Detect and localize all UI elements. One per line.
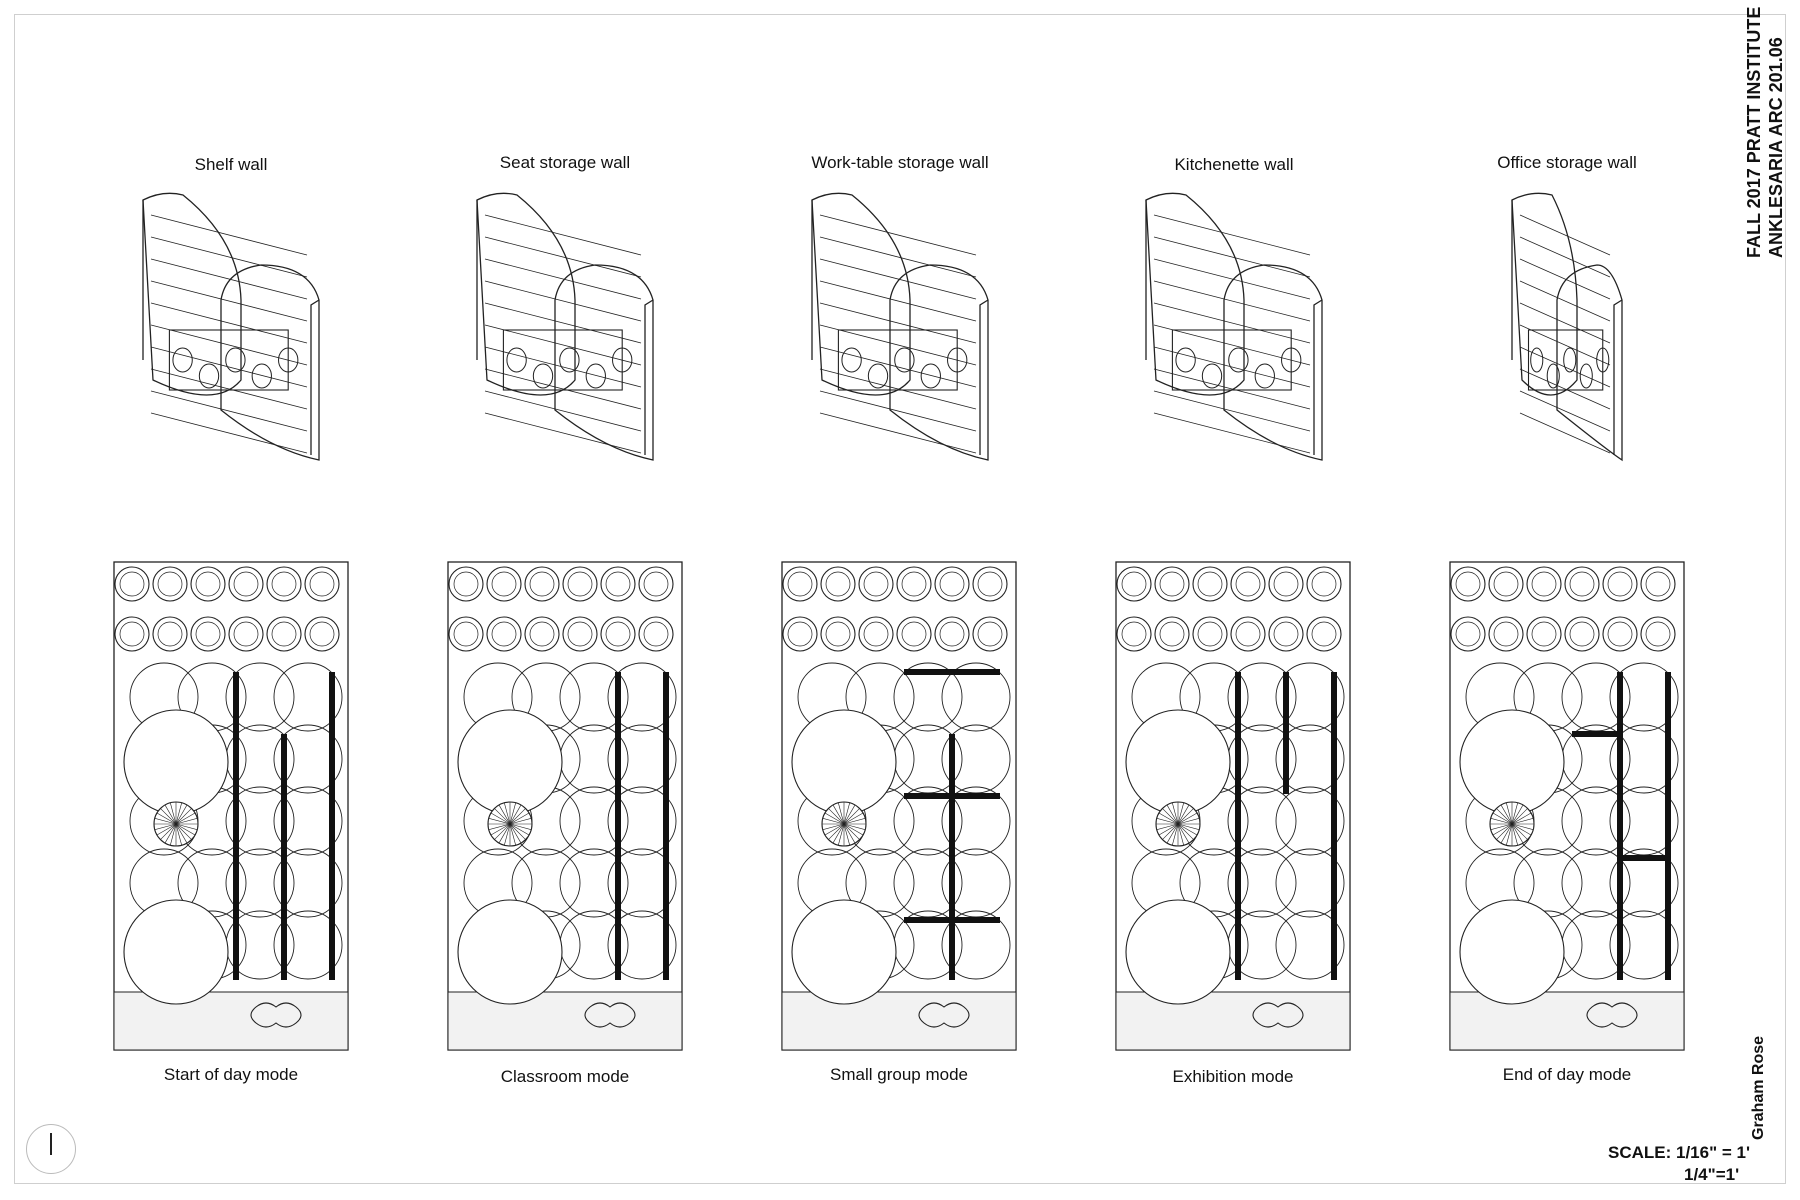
plan-end-of-day [1449,561,1685,1051]
scale-line-1: SCALE: 1/16" = 1' [1608,1143,1751,1162]
plan-start-of-day [113,561,349,1051]
north-arrow-icon [26,1124,76,1174]
radial-hub-icon [153,801,199,847]
wall-label-seat-storage: Seat storage wall [499,153,631,172]
scale-note: SCALE: 1/16" = 1' 1/4"=1' [1608,1142,1750,1186]
mode-label-classroom: Classroom mode [500,1067,630,1086]
plan-exhibition [1115,561,1351,1051]
plan-small-group [781,561,1017,1051]
radial-hub-icon [1489,801,1535,847]
wall-label-work-table-storage: Work-table storage wall [811,153,989,172]
radial-hub-icon [487,801,533,847]
seat-storage-wall-drawing [476,192,654,461]
wall-label-kitchenette: Kitchenette wall [1174,155,1294,174]
mode-label-exhibition: Exhibition mode [1172,1067,1294,1086]
mode-label-start-of-day: Start of day mode [163,1065,299,1084]
mode-label-small-group: Small group mode [830,1065,968,1084]
scale-line-2: 1/4"=1' [1684,1165,1740,1184]
radial-hub-icon [821,801,867,847]
plan-classroom [447,561,683,1051]
drawing-sheet-border [14,14,1786,1184]
office-storage-wall-drawing [1511,192,1623,462]
mode-label-end-of-day: End of day mode [1502,1065,1632,1084]
kitchenette-wall-drawing [1145,192,1323,461]
wall-label-shelf: Shelf wall [194,155,268,174]
radial-hub-icon [1155,801,1201,847]
work-table-storage-wall-drawing [811,192,989,461]
wall-label-office-storage: Office storage wall [1497,153,1637,172]
shelf-wall-drawing [142,192,320,461]
